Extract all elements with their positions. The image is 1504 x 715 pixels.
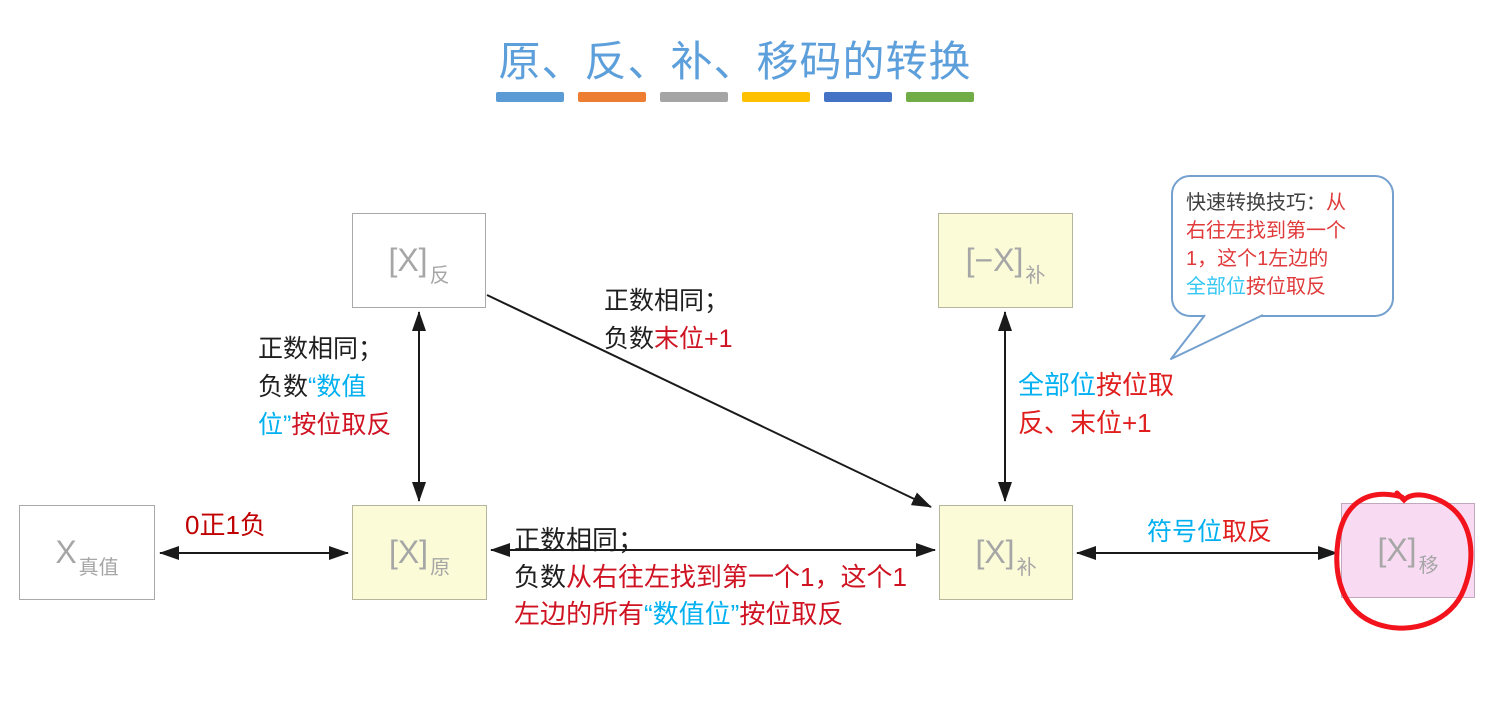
box-twos-complement: [X]补 bbox=[939, 505, 1073, 600]
title-bar bbox=[906, 92, 974, 102]
box-true-value-label: X bbox=[55, 534, 77, 570]
page-title: 原、反、补、移码的转换 bbox=[498, 38, 972, 85]
title-bar bbox=[742, 92, 810, 102]
box-excess-code-label: [X] bbox=[1377, 532, 1417, 568]
box-sign-magnitude: [X]原 bbox=[352, 505, 487, 600]
edge-label-truevalue-signmagnitude: 0正1负 bbox=[185, 510, 266, 540]
box-ones-complement: [X]反 bbox=[352, 213, 486, 308]
box-twos-complement-subscript: 补 bbox=[1016, 557, 1037, 579]
title-bar bbox=[824, 92, 892, 102]
box-neg-twos-complement-subscript: 补 bbox=[1025, 265, 1046, 287]
box-neg-twos-complement: [−X]补 bbox=[938, 213, 1073, 308]
box-true-value-subscript: 真值 bbox=[78, 557, 119, 579]
edge-label-twoscomplement-negated: 全部位按位取反、末位+1 bbox=[1018, 370, 1175, 438]
edge-label-twoscomplement-excess: 符号位取反 bbox=[1147, 518, 1273, 546]
callout-tail bbox=[1170, 314, 1264, 360]
box-excess-code: [X]移 bbox=[1341, 503, 1475, 598]
box-ones-complement-label: [X] bbox=[388, 242, 428, 278]
box-sign-magnitude-subscript: 原 bbox=[430, 557, 451, 579]
title-bar bbox=[660, 92, 728, 102]
box-excess-code-subscript: 移 bbox=[1418, 555, 1439, 577]
title-bar bbox=[578, 92, 646, 102]
title-bar bbox=[496, 92, 564, 102]
box-twos-complement-label: [X] bbox=[975, 534, 1015, 570]
title-underline-bars bbox=[496, 92, 974, 102]
box-neg-twos-complement-label: [−X] bbox=[965, 242, 1024, 278]
box-ones-complement-subscript: 反 bbox=[429, 265, 450, 287]
edge-label-onescomplement-twoscomplement: 正数相同；负数末位+1 bbox=[604, 287, 733, 353]
edge-label-signmagnitude-onescomplement: 正数相同；负数“数值位”按位取反 bbox=[258, 335, 392, 439]
box-sign-magnitude-label: [X] bbox=[388, 534, 429, 570]
